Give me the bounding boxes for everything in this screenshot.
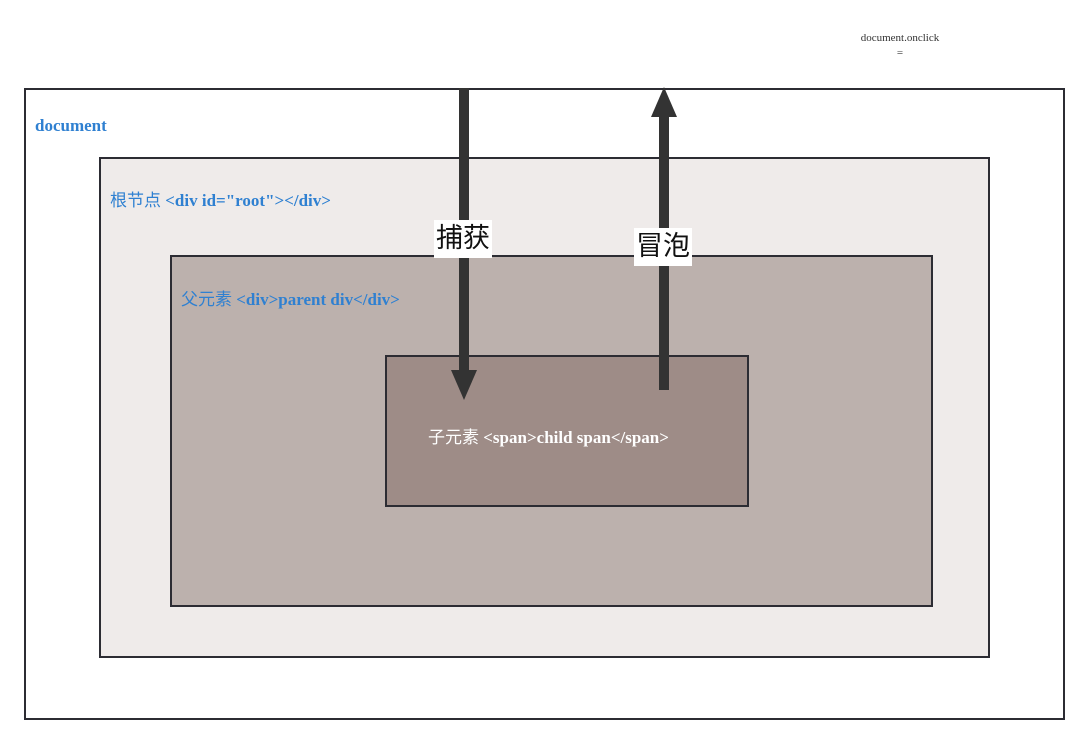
capture-label: 捕获 <box>434 220 492 258</box>
document-label: document <box>35 116 107 135</box>
child-span-label: 子元素 <span>child span</span> <box>428 423 669 448</box>
parent-div-label-cn: 父元素 <box>181 290 232 309</box>
root-div-label: 根节点 <div id="root"></div> <box>110 186 331 211</box>
parent-div-label: 父元素 <div>parent div</div> <box>181 285 400 310</box>
document-onclick-note: document.onclick = <box>840 31 960 61</box>
parent-div-label-code: <div>parent div</div> <box>236 290 400 309</box>
child-span-label-cn: 子元素 <box>428 428 479 447</box>
note-line-1: document.onclick <box>860 32 940 44</box>
child-span-label-code: <span>child span</span> <box>483 428 669 447</box>
bubble-arrow-head <box>651 87 677 117</box>
root-div-label-code: <div id="root"></div> <box>165 191 331 210</box>
note-line-2: = <box>896 47 904 59</box>
capture-arrow-head <box>451 370 477 400</box>
root-div-label-cn: 根节点 <box>110 191 161 210</box>
child-span-box <box>385 355 749 507</box>
bubble-label: 冒泡 <box>634 228 692 266</box>
